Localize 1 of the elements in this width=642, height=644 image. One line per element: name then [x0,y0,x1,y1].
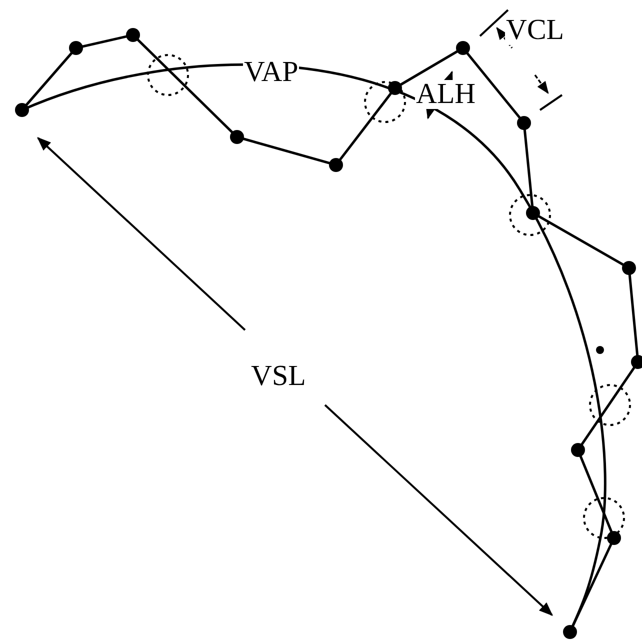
measure-label: ALH [415,80,477,109]
